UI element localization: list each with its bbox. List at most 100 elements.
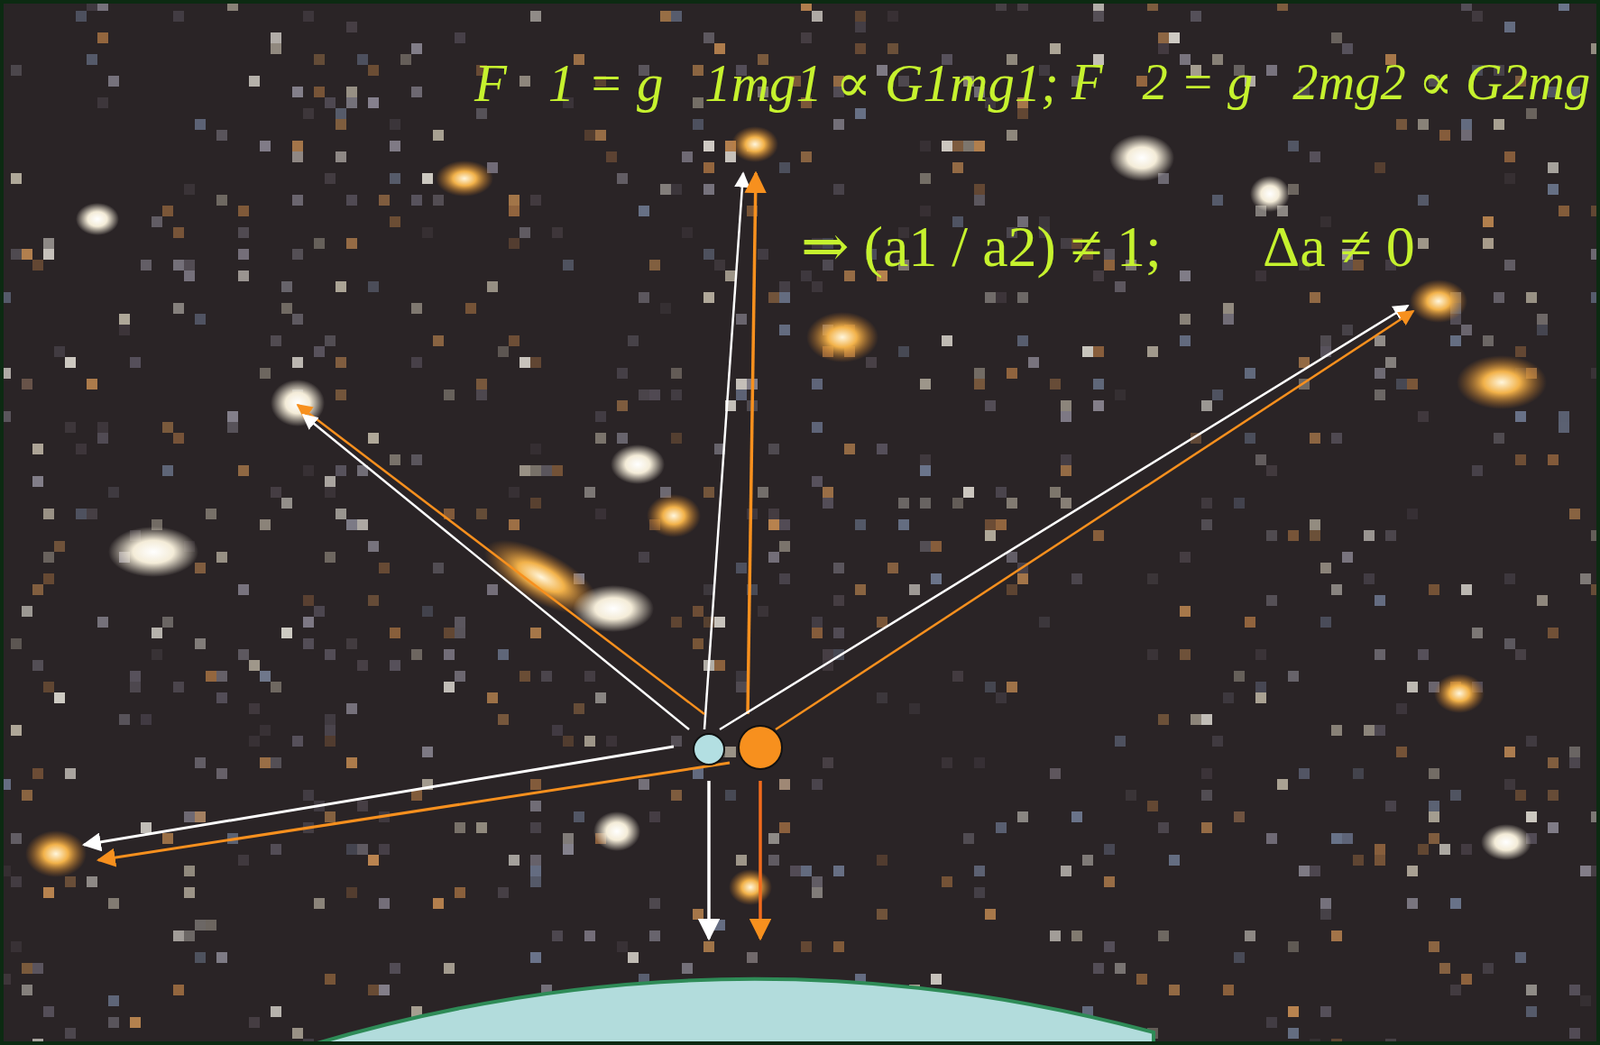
star-pixel [43, 238, 55, 249]
star-pixel [530, 627, 542, 639]
star-pixel [1374, 649, 1386, 661]
star-pixel [432, 129, 444, 141]
star-pixel [508, 194, 520, 206]
star-pixel [1255, 681, 1267, 693]
star-pixel [1374, 595, 1386, 607]
star-pixel [919, 173, 931, 184]
star-pixel [346, 757, 358, 769]
star-pixel [1526, 811, 1537, 823]
star-pixel [194, 562, 206, 574]
star-pixel [129, 671, 141, 682]
star-pixel [930, 573, 942, 585]
star-pixel [238, 248, 249, 260]
star-pixel [32, 584, 44, 596]
star-pixel [984, 292, 996, 304]
star-pixel [703, 584, 715, 596]
star-pixel [649, 811, 661, 823]
star-pixel [1547, 454, 1559, 466]
star-pixel [248, 703, 260, 715]
star-pixel [963, 140, 975, 152]
star-pixel [162, 616, 174, 628]
star-pixel [1201, 822, 1213, 834]
star-pixel [1569, 984, 1581, 996]
star-pixel [432, 194, 444, 206]
star-pixel [1569, 757, 1581, 769]
star-pixel [519, 671, 531, 682]
star-pixel [974, 140, 985, 152]
star-pixel [930, 541, 942, 552]
force-formula: F⃗1 = g⃗1mg1 ∝ G1mg1; [474, 52, 1059, 117]
star-pixel [1277, 779, 1288, 791]
star-pixel [292, 140, 304, 152]
star-pixel [855, 584, 866, 596]
star-pixel [606, 735, 617, 747]
star-pixel [1201, 790, 1213, 801]
star-pixel [703, 292, 715, 304]
star-pixel [1309, 530, 1321, 542]
star-pixel [270, 487, 282, 498]
star-pixel [811, 476, 823, 488]
star-pixel [1547, 790, 1559, 801]
star-pixel [10, 725, 22, 736]
star-pixel [681, 963, 693, 975]
star-pixel [1526, 984, 1537, 996]
star-pixel [735, 855, 747, 866]
star-pixel [984, 681, 996, 693]
star-pixel [1396, 378, 1407, 390]
star-pixel [703, 162, 715, 174]
star-pixel [367, 984, 379, 996]
star-pixel [205, 508, 217, 520]
star-pixel [108, 487, 120, 498]
star-pixel [1450, 335, 1462, 347]
star-pixel [422, 173, 433, 184]
star-pixel [367, 541, 379, 552]
star-pixel [108, 1017, 120, 1029]
star-pixel [692, 909, 704, 920]
star-pixel [324, 335, 336, 347]
star-pixel [941, 140, 953, 152]
star-pixel [974, 367, 985, 379]
star-pixel [1298, 768, 1310, 780]
star-pixel [64, 876, 76, 888]
star-pixel [1093, 400, 1104, 412]
star-pixel [1428, 811, 1440, 823]
star-pixel [1244, 367, 1256, 379]
star-pixel [303, 638, 314, 650]
star-pixel [324, 735, 336, 747]
star-pixel [259, 757, 271, 769]
star-pixel [681, 151, 693, 163]
star-pixel [1385, 357, 1397, 368]
star-pixel [1320, 562, 1332, 574]
star-pixel [811, 876, 823, 888]
star-pixel [162, 833, 174, 845]
star-pixel [1396, 746, 1407, 758]
star-pixel [1222, 303, 1234, 314]
star-pixel [1374, 335, 1386, 347]
star-pixel [346, 844, 358, 856]
star-pixel [173, 10, 184, 22]
star-pixel [768, 508, 780, 520]
star-pixel [1233, 952, 1245, 964]
star-pixel [660, 303, 672, 314]
star-pixel [714, 660, 726, 672]
star-pixel [432, 562, 444, 574]
star-pixel [1428, 800, 1440, 812]
star-pixel [54, 692, 65, 704]
star-pixel [465, 303, 477, 314]
star-pixel [346, 97, 358, 109]
star-pixel [714, 616, 726, 628]
star-pixel [703, 140, 715, 152]
star-pixel [1255, 454, 1267, 466]
star-pixel [10, 638, 22, 650]
star-pixel [1049, 378, 1061, 390]
star-pixel [1482, 216, 1494, 228]
star-pixel [281, 627, 293, 639]
star-pixel [1385, 530, 1397, 542]
star-pixel [1287, 1006, 1299, 1018]
star-pixel [616, 400, 628, 412]
star-pixel [984, 909, 996, 920]
star-pixel [530, 800, 542, 812]
star-pixel [1309, 151, 1321, 163]
